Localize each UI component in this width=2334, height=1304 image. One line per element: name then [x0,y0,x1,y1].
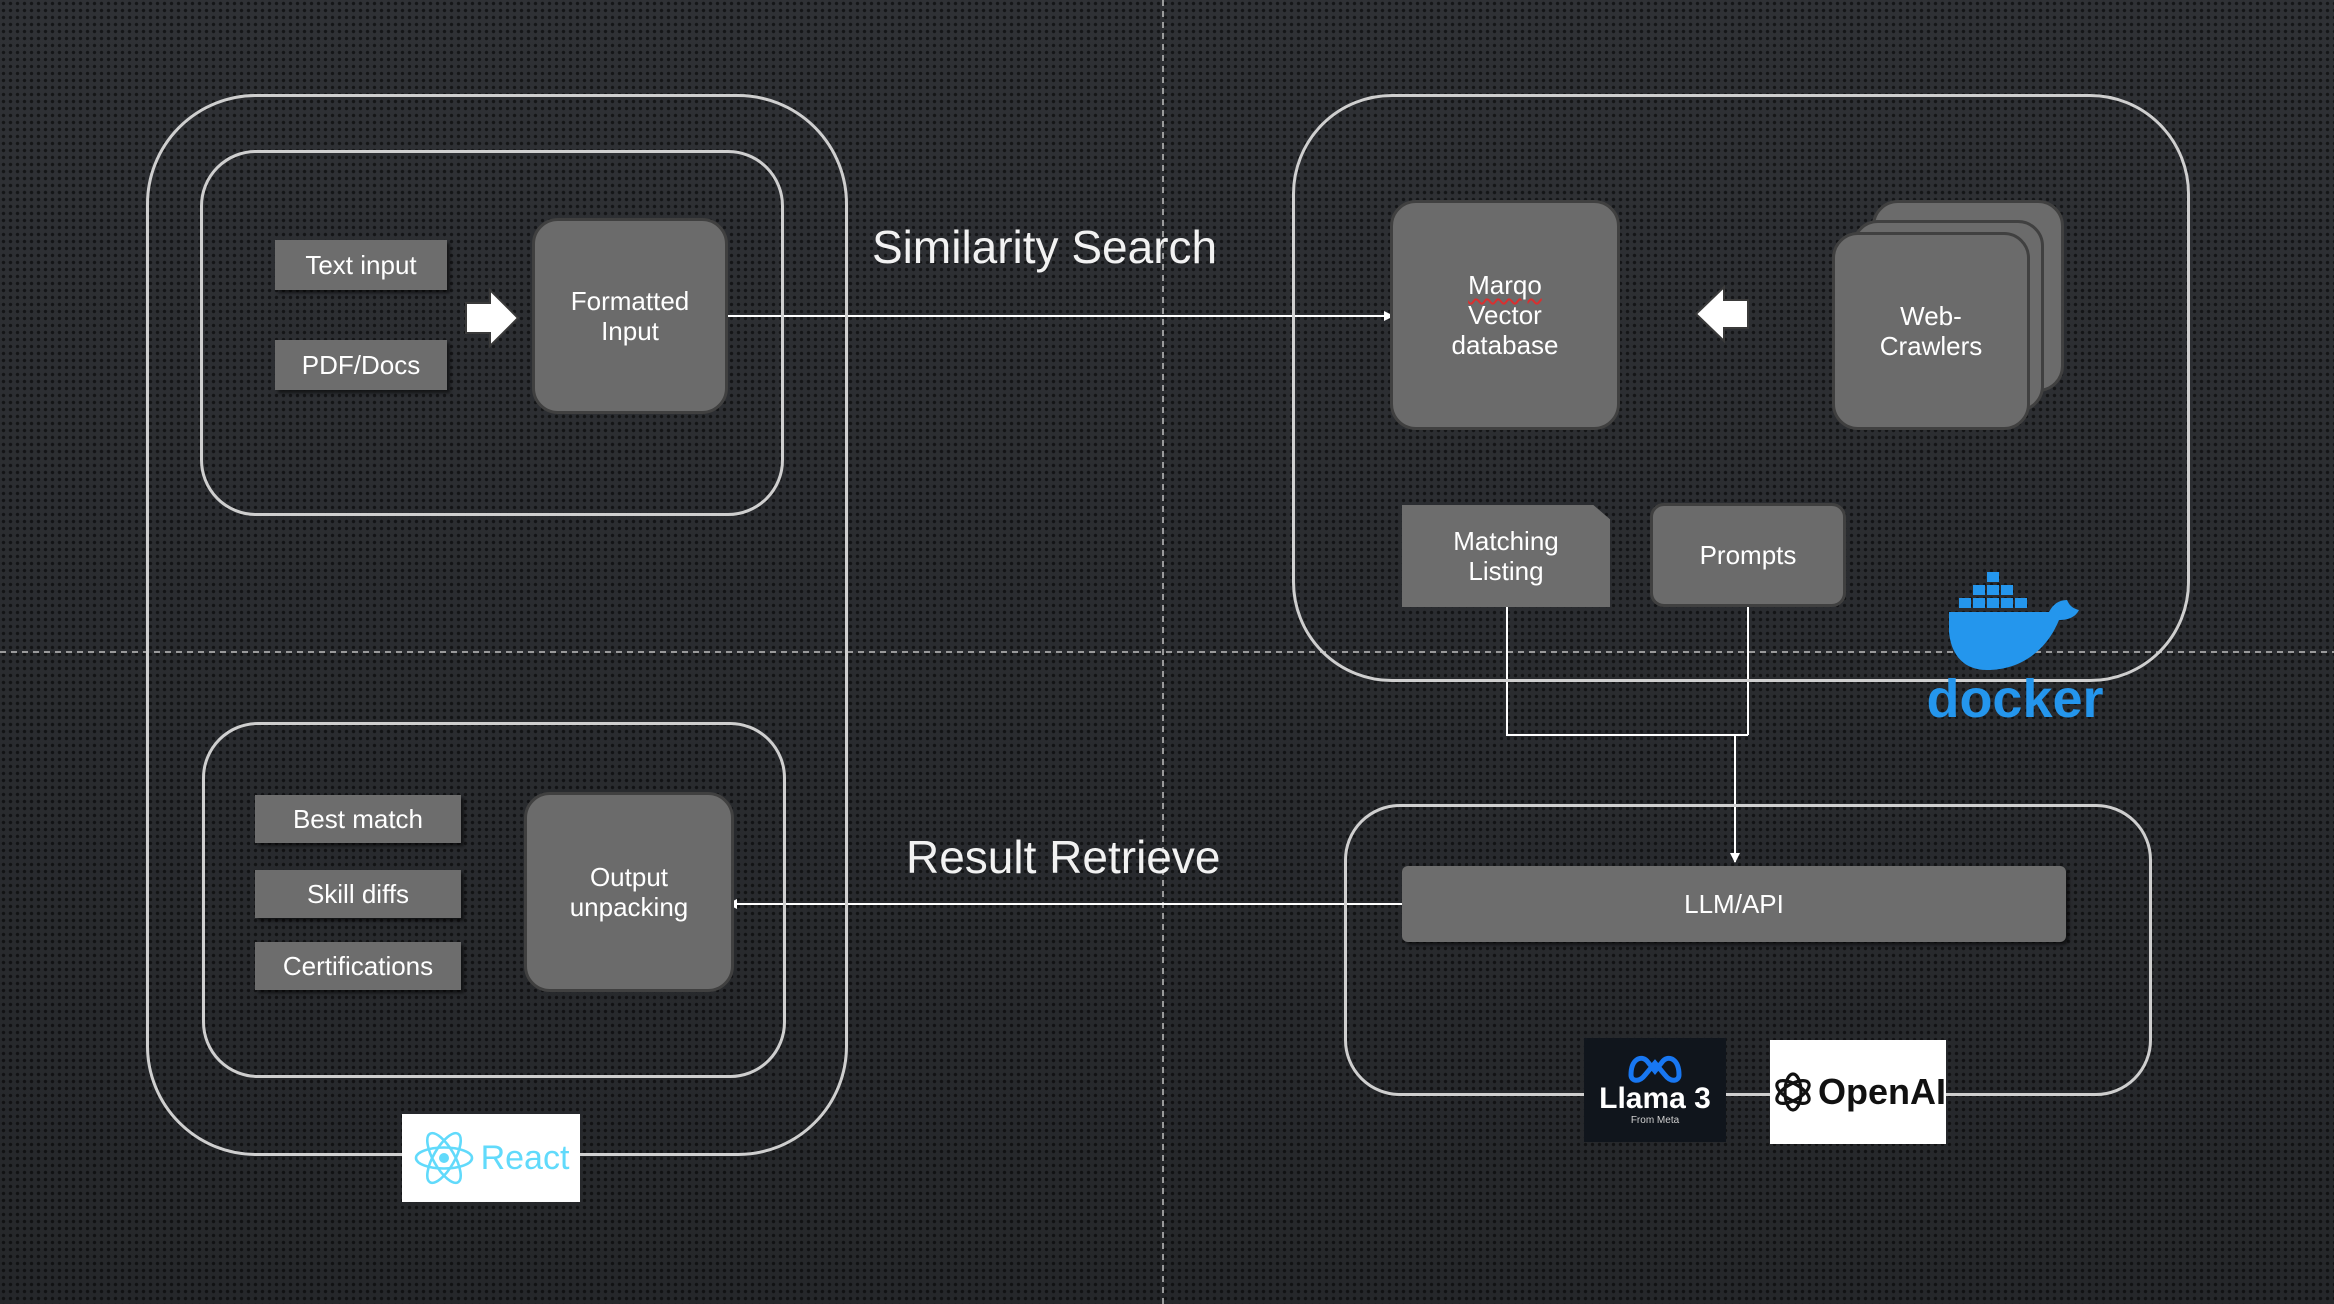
vector-database-box: Marqo Vector database [1390,200,1620,430]
react-logo: React [402,1114,580,1202]
llm-frame [1344,804,2152,1096]
similarity-search-label: Similarity Search [872,221,1218,273]
result-retrieve-label: Result Retrieve [906,831,1221,883]
crawler-flow-arrow-icon [1694,284,1749,344]
backend-frame [1292,94,2190,682]
docker-logo-text: docker [1926,669,2104,729]
vector-database-label: Vector database [1451,300,1559,360]
docker-logo: docker [1922,572,2108,738]
output-unpacking-box: Output unpacking [524,792,734,992]
web-crawlers-stack: Web- Crawlers [1832,200,2064,432]
formatted-input-box: Formatted Input [532,218,728,414]
matching-to-llm-connector [1506,607,1748,736]
web-crawlers-box: Web- Crawlers [1832,232,2030,430]
matching-listing-box: Matching Listing [1402,505,1610,607]
meta-infinity-icon [1628,1055,1682,1083]
input-flow-arrow-icon [465,287,520,349]
input-panel-frame [200,150,784,516]
llm-api-box: LLM/API [1402,866,2066,942]
prompts-box: Prompts [1650,503,1846,607]
certifications-chip: Certifications [255,942,461,990]
openai-knot-icon [1775,1072,1811,1112]
react-logo-text: React [480,1138,570,1177]
llama3-logo-subtext: From Meta [1630,1115,1680,1126]
best-match-chip: Best match [255,795,461,843]
openai-logo: OpenAI [1770,1040,1946,1144]
openai-logo-text: OpenAI [1817,1071,1946,1112]
pdf-docs-chip: PDF/Docs [275,340,447,390]
vector-database-name: Marqo [1468,270,1542,300]
llama3-logo: Llama 3 From Meta [1584,1038,1726,1142]
output-panel-frame [202,722,786,1078]
react-atom-icon [414,1131,473,1185]
text-input-chip: Text input [275,240,447,290]
docker-whale-icon [1949,572,2079,670]
llama3-logo-text: Llama 3 [1599,1082,1711,1115]
skill-diffs-chip: Skill diffs [255,870,461,918]
